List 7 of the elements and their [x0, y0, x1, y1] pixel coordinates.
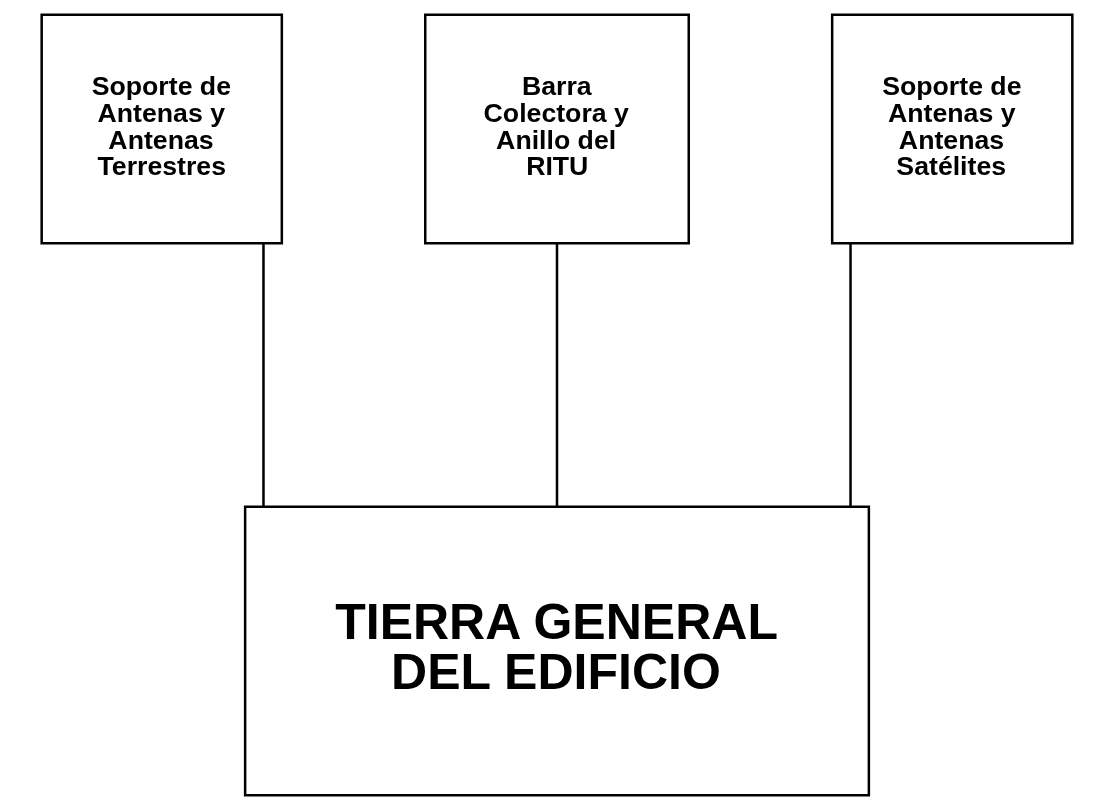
node-box: Soporte de Antenas y Antenas Terrestres [39, 13, 283, 245]
node-box: Soporte de Antenas y Antenas Satélites [830, 13, 1074, 245]
node-box: Barra Colectora y Anillo del RITU [423, 13, 690, 245]
node-box: TIERRA GENERAL DEL EDIFICIO [243, 505, 870, 797]
connector [848, 243, 852, 507]
connector [261, 243, 265, 507]
connector [555, 243, 558, 507]
